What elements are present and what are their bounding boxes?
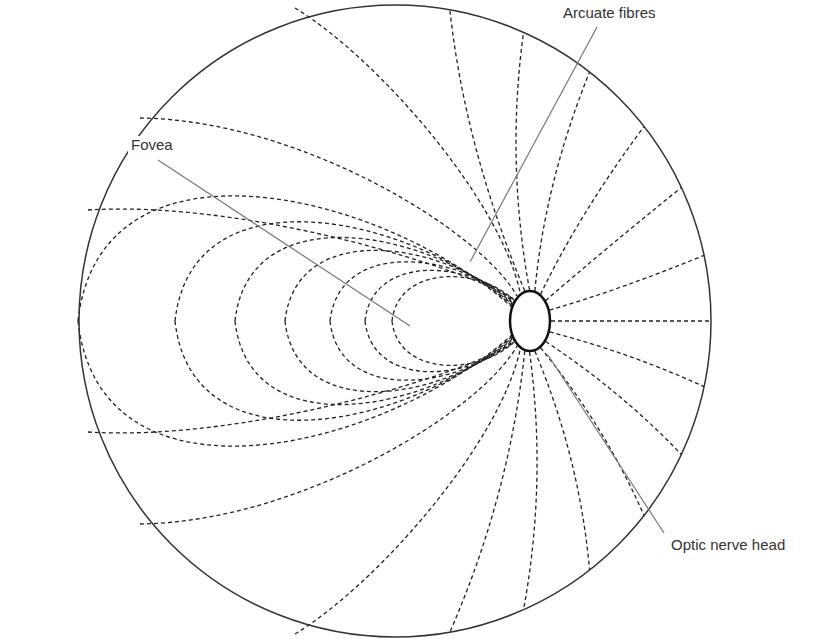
arcuate-fibre (175, 321, 514, 420)
nasal-fibre (450, 10, 525, 291)
retina-outline (79, 5, 711, 637)
leader-line (470, 27, 597, 262)
arcuate-fibre (285, 250, 514, 321)
arcuate-fibre (175, 222, 514, 321)
leader-lines (158, 27, 664, 533)
nerve-fibres (78, 8, 711, 634)
part-label: Fovea (128, 136, 176, 154)
nasal-fibre (551, 320, 711, 321)
leader-line (158, 160, 410, 326)
nasal-fibre (524, 352, 538, 610)
nasal-fibre (550, 332, 704, 387)
nasal-fibre (546, 187, 682, 300)
arcuate-fibre (330, 321, 514, 380)
part-label: Arcuate fibres (560, 4, 659, 22)
arcuate-fibre (88, 342, 515, 433)
arcuate-fibre (365, 321, 514, 372)
part-label: Optic nerve head (668, 536, 788, 554)
arcuate-fibre (392, 321, 514, 365)
arcuate-fibre (285, 321, 514, 392)
nasal-fibre (516, 32, 530, 290)
arcuate-fibre (78, 321, 514, 446)
optic-disc (510, 291, 550, 351)
arcuate-fibre (140, 346, 517, 524)
nasal-fibre (535, 72, 590, 291)
nasal-fibre (541, 348, 644, 516)
nasal-fibre (541, 126, 644, 294)
nasal-fibre (550, 255, 704, 310)
arcuate-fibre (78, 196, 514, 321)
arcuate-fibre (365, 270, 514, 321)
nasal-fibre (535, 351, 590, 570)
arcuate-fibre (392, 277, 514, 321)
leader-line (548, 355, 664, 533)
arcuate-fibre (140, 118, 517, 296)
nasal-fibre (450, 351, 525, 632)
arcuate-fibre (295, 8, 520, 292)
nasal-fibre (546, 342, 682, 455)
arcuate-fibre (295, 350, 520, 634)
